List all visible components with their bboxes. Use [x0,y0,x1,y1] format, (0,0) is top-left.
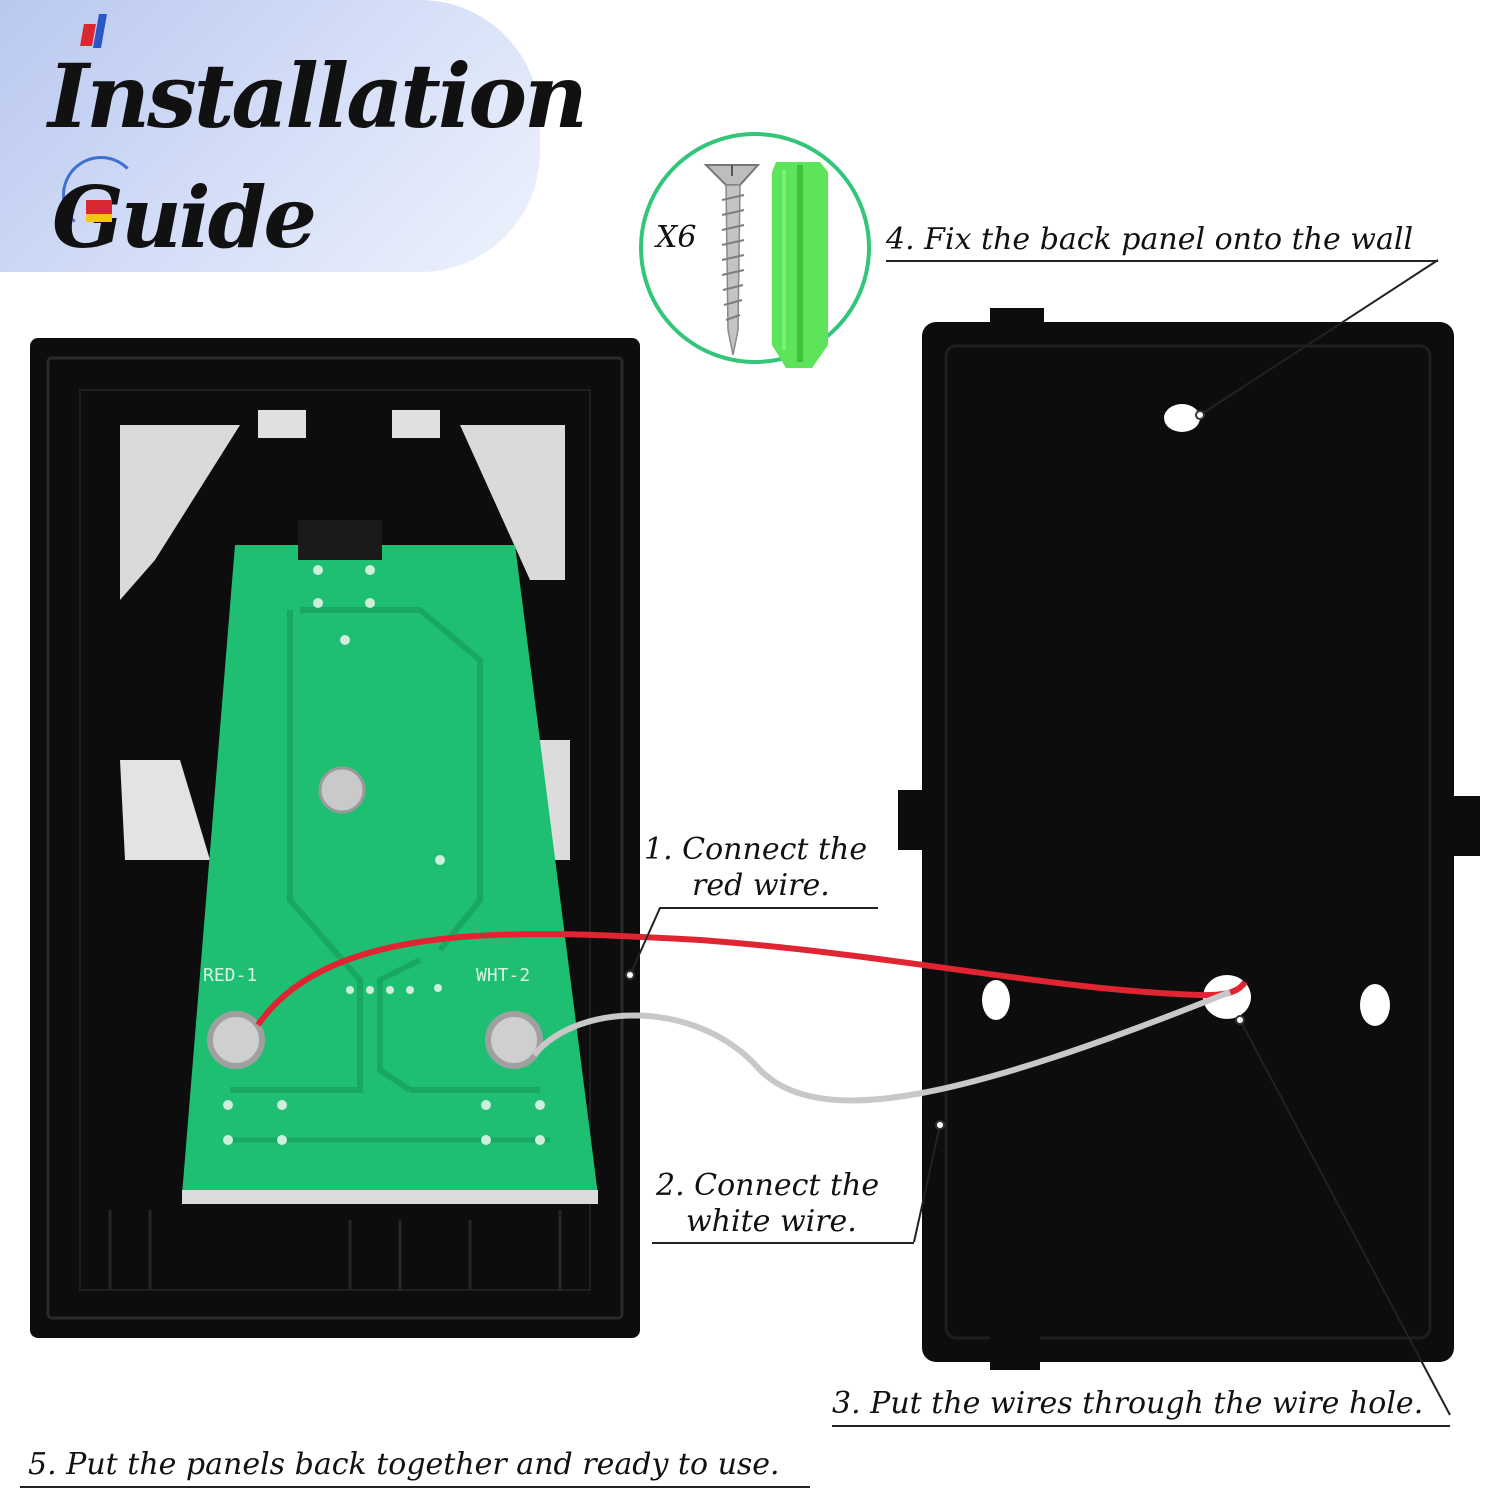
step-3-underline [832,1425,1450,1427]
step-2-underline [652,1242,914,1244]
mount-hole-top [1164,404,1200,432]
step-2-text: 2. Connect the [656,1168,880,1203]
step-1-text: 1. Connect the [644,832,868,867]
step-5-text: 5. Put the panels back together and read… [28,1447,780,1482]
screw-icon [703,164,761,356]
back-panel [898,308,1480,1370]
red-terminal [207,1011,265,1069]
step-5-underline [20,1486,810,1488]
logo-stripe-yellow [86,214,112,222]
step-3-text: 3. Put the wires through the wire hole. [832,1386,1424,1421]
leader-step-4 [1199,259,1439,416]
step-1-text-line2: red wire. [692,868,830,903]
step-2-text-line2: white wire. [686,1204,857,1239]
leader-step-3 [1239,1019,1451,1416]
mount-hole-right [1360,984,1390,1026]
front-panel [30,338,640,1338]
step-4-underline [886,260,1438,262]
wall-anchor-icon [772,162,828,368]
logo-stripe-red [86,200,112,214]
white-terminal [485,1011,543,1069]
pcb-label-red: RED-1 [203,965,258,986]
logo-ring [62,156,140,234]
pcb-connector [298,520,382,560]
pcb-label-white: WHT-2 [476,965,531,986]
white-wire [531,989,1232,1104]
leader-step-1 [629,907,878,976]
step-4-text: 4. Fix the back panel onto the wall [886,222,1414,257]
title-line-1: Installation [48,44,588,148]
mount-hole-left [982,980,1010,1020]
leader-step-2 [913,1124,941,1243]
screw-quantity: X6 [656,220,697,255]
red-wire [255,931,1248,1027]
